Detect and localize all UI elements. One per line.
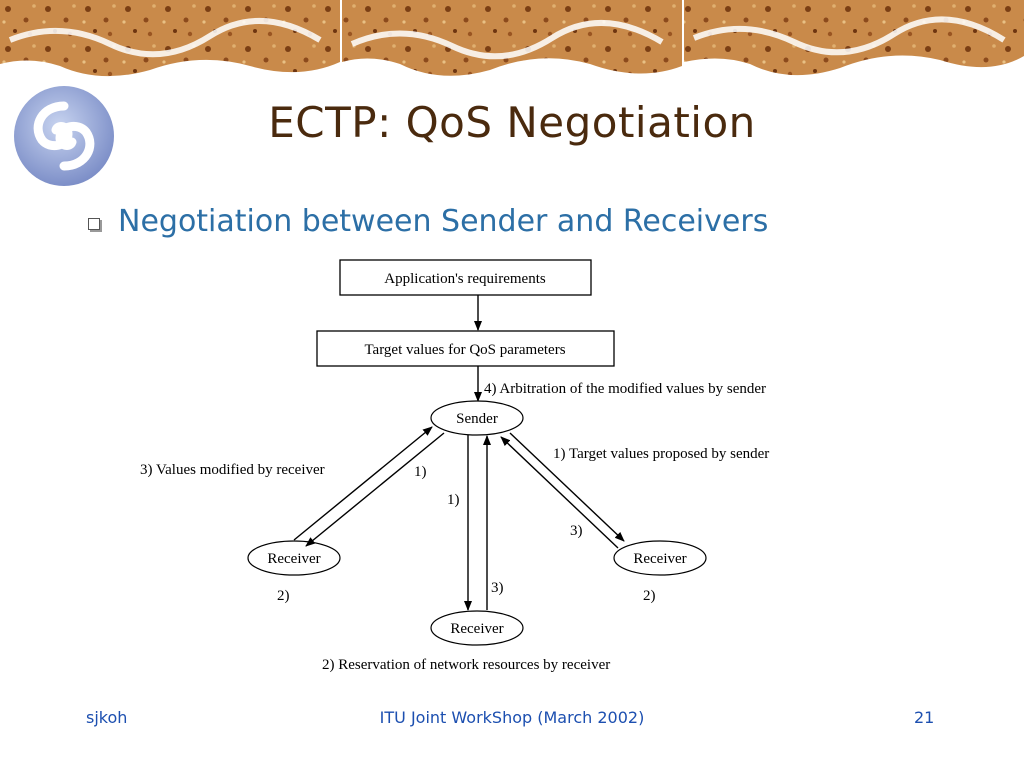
arrow-sender-to-left-receiver [305,432,445,547]
proposed-values-label: 1) Target values proposed by sender [553,446,769,462]
slide-title: ECTP: QoS Negotiation [268,98,756,147]
step-left-2-label: 2) [277,588,290,604]
footer-author: sjkoh [86,708,128,727]
receiver-bottom-label: Receiver [450,621,503,637]
app-requirements-box [339,259,592,296]
arrow-right-receiver-to-sender [500,436,619,549]
receiver-right-label: Receiver [633,551,686,567]
decorative-banner [0,0,1024,77]
qos-negotiation-diagram: Application's requirements Target values… [140,259,769,673]
step-left-1-label: 1) [414,464,427,480]
target-values-box [316,330,615,367]
receiver-right-node [613,540,707,576]
receiver-bottom-node [430,610,524,646]
footer-event: ITU Joint WorkShop (March 2002) [379,708,645,727]
bullet-item: Negotiation between Sender and Receivers [88,204,768,239]
square-bullet-icon [88,217,100,230]
arrow-sender-to-right-receiver [509,432,625,542]
step-right-2-label: 2) [643,588,656,604]
sender-label: Sender [456,411,498,427]
reservation-label: 2) Reservation of network resources by r… [322,657,610,673]
step-center-3-label: 3) [491,580,504,596]
swirl-logo [14,86,114,186]
step-center-1-label: 1) [447,492,460,508]
step-right-3-label: 3) [570,523,583,539]
receiver-left-label: Receiver [267,551,320,567]
app-requirements-label: Application's requirements [384,271,546,287]
receiver-left-node [247,540,341,576]
arbitration-label: 4) Arbitration of the modified values by… [484,381,766,397]
bullet-text: Negotiation between Sender and Receivers [118,204,769,239]
sender-node [430,400,524,436]
modified-values-label: 3) Values modified by receiver [140,462,325,478]
target-values-label: Target values for QoS parameters [364,342,565,358]
arrow-left-receiver-to-sender [293,426,433,541]
footer-page-number: 21 [914,708,935,727]
